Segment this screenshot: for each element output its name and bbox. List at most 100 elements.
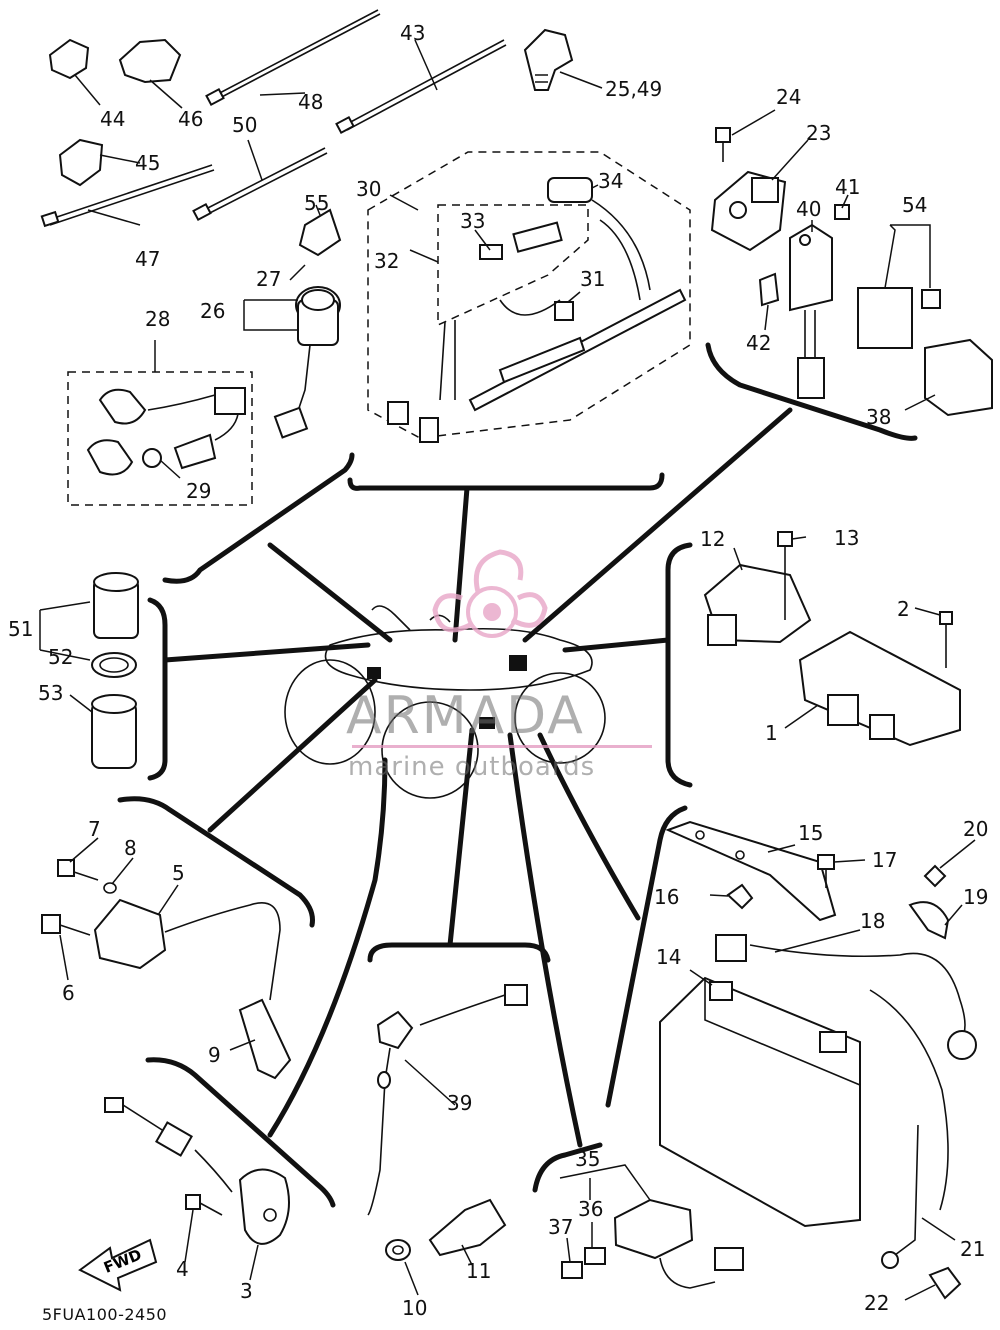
clamp-44 (48, 38, 90, 80)
callout-20: 20 (963, 817, 988, 841)
callout-27: 27 (256, 267, 281, 291)
callout-19: 19 (963, 885, 988, 909)
battery-band-15 (665, 820, 837, 922)
cable-ties (40, 9, 507, 228)
sensor-3 (238, 1168, 290, 1245)
callout-7: 7 (88, 817, 101, 841)
callout-9: 9 (208, 1043, 221, 1067)
frame-bottom-center (532, 1142, 603, 1193)
callout-54: 54 (902, 193, 927, 217)
callout-29: 29 (186, 479, 211, 503)
fuse-38 (924, 338, 993, 417)
bolt-4 (185, 1194, 201, 1210)
callout-23: 23 (806, 121, 831, 145)
callout-8: 8 (124, 836, 137, 860)
cdi-rectifier-group (703, 531, 961, 747)
frame-right-mid (665, 542, 693, 788)
relay-35 (613, 1198, 694, 1260)
callout-14: 14 (656, 945, 681, 969)
cable-tie-43 (344, 39, 505, 126)
cable-tie-50 (199, 147, 326, 213)
frame-top-left (162, 452, 355, 584)
callout-34: 34 (598, 169, 623, 193)
callout-21: 21 (960, 1237, 985, 1261)
callout-31: 31 (580, 267, 605, 291)
callout-41: 41 (835, 175, 860, 199)
socket-parts-left (91, 572, 139, 769)
callout-2: 2 (897, 597, 910, 621)
bolt-24 (715, 127, 731, 143)
bolt-22 (928, 1266, 962, 1300)
switch-group-center (367, 984, 528, 1261)
clamp-45 (58, 138, 104, 187)
sensor-group-left (78, 1097, 290, 1292)
tail-light-assembly (67, 371, 253, 506)
bulb-29 (142, 448, 162, 468)
callout-40: 40 (796, 197, 821, 221)
callout-3: 3 (240, 1279, 253, 1303)
callout-11: 11 (466, 1259, 491, 1283)
frame-right-low (605, 805, 688, 1108)
ignition-coil-group (41, 859, 292, 1080)
washer-8 (103, 882, 117, 894)
callout-42: 42 (746, 331, 771, 355)
callout-6: 6 (62, 981, 75, 1005)
callout-51: 51 (8, 617, 33, 641)
bolt-6 (41, 914, 61, 934)
callout-labels: 1 2 3 4 5 6 7 8 9 10 11 12 13 14 15 16 1… (8, 21, 988, 1320)
connector-33 (479, 244, 503, 260)
fuse-box-54 (857, 287, 913, 349)
socket-28 (98, 388, 147, 425)
callout-26: 26 (200, 299, 225, 323)
watermark-underline (352, 745, 652, 748)
callout-32: 32 (374, 249, 399, 273)
section-frames (117, 342, 918, 1208)
bolt-2 (939, 611, 953, 625)
cable-tie-48 (213, 9, 379, 97)
cdi-unit-1 (798, 630, 961, 747)
wire-harness-assembly (367, 151, 691, 443)
callout-43: 43 (400, 21, 425, 45)
callout-5: 5 (172, 861, 185, 885)
clip-42 (758, 272, 780, 307)
callout-45: 45 (135, 151, 160, 175)
bolt-17 (817, 854, 835, 870)
cable-18 (715, 934, 747, 962)
callout-4: 4 (176, 1257, 189, 1281)
gasket-10 (385, 1239, 411, 1261)
callout-30: 30 (356, 177, 381, 201)
callout-10: 10 (402, 1296, 427, 1320)
clamp-46 (118, 38, 182, 84)
callout-36: 36 (578, 1197, 603, 1221)
callout-28: 28 (145, 307, 170, 331)
terminal-21 (881, 1251, 899, 1269)
callout-46: 46 (178, 107, 203, 131)
bolt-13 (777, 531, 793, 547)
clip-19 (908, 901, 950, 940)
callout-25-49: 25,49 (605, 77, 662, 101)
callout-33: 33 (460, 209, 485, 233)
cap-34 (547, 177, 593, 203)
clamp-25-49 (523, 28, 574, 91)
battery-group (659, 820, 977, 1300)
leader-lines (39, 39, 976, 1301)
watermark-subtitle: marine outboards (348, 752, 596, 782)
rivet-20 (923, 864, 947, 888)
bolt-7 (57, 859, 75, 877)
main-switch-assembly (273, 208, 342, 439)
callout-37: 37 (548, 1215, 573, 1239)
callout-22: 22 (864, 1291, 889, 1315)
relay-40 (789, 223, 833, 312)
frame-center-bottom (367, 942, 551, 963)
frame-left-bottom (145, 1057, 336, 1208)
callout-12: 12 (700, 527, 725, 551)
fuse-37 (561, 1261, 583, 1279)
screw-41 (834, 204, 850, 220)
neutral-switch-11 (428, 1198, 507, 1257)
coupler-31 (554, 301, 574, 321)
frame-top-center (347, 472, 665, 491)
socket-29 (86, 439, 134, 476)
plug-cap-9 (238, 998, 292, 1080)
switch-cap-55 (298, 208, 342, 257)
